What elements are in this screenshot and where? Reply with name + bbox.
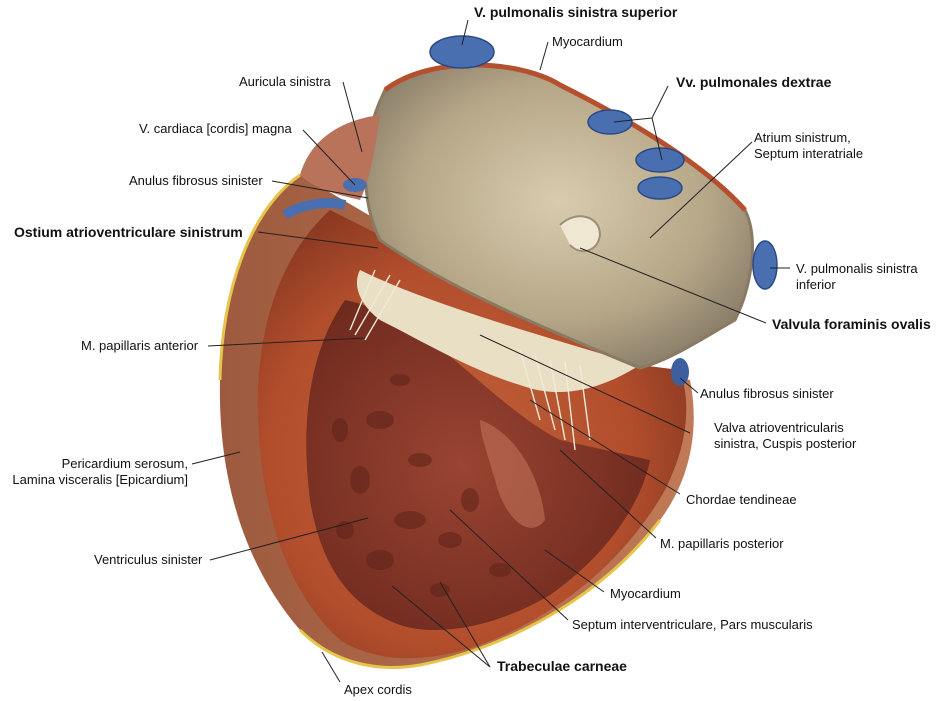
label-ventriculus-sinister: Ventriculus sinister (94, 552, 203, 567)
mitral-valve-cusp (356, 270, 640, 393)
papillary-muscle-posterior (480, 420, 545, 528)
pulmonary-veins (429, 35, 778, 290)
label-anulus-fibrosus-sinister-left: Anulus fibrosus sinister (129, 173, 263, 188)
label-ostium-atrioventriculare-sinistrum: Ostium atrioventriculare sinistrum (14, 224, 243, 240)
label-m-papillaris-posterior: M. papillaris posterior (660, 536, 784, 551)
leader-lines (191, 19, 790, 683)
coronary-sinus-outer (282, 198, 347, 220)
label-vv-pulmonales-dextrae: Vv. pulmonales dextrae (676, 74, 832, 90)
label-valva-atrioventricularis-sinistra: Valva atrioventricularis sinistra, Cuspi… (714, 420, 857, 451)
valvula-foraminis-ovalis-shape (559, 215, 602, 253)
label-trabeculae-carneae: Trabeculae carneae (497, 658, 627, 674)
epicardial-fat (218, 173, 301, 381)
coronary-vessel-posterior (671, 358, 689, 386)
label-septum-interventriculare: Septum interventriculare, Pars musculari… (572, 617, 813, 632)
label-auricula-sinistra: Auricula sinistra (239, 74, 331, 89)
atrium-wall-rim (383, 62, 747, 212)
label-myocardium-bottom: Myocardium (610, 586, 681, 601)
label-apex-cordis: Apex cordis (344, 682, 412, 697)
label-v-pulmonalis-sinistra-superior: V. pulmonalis sinistra superior (474, 4, 678, 20)
label-chordae-tendineae: Chordae tendineae (686, 492, 797, 507)
label-anulus-fibrosus-sinister-right: Anulus fibrosus sinister (700, 386, 834, 401)
epicardial-fat-bottom (298, 519, 662, 669)
label-pericardium-serosum: Pericardium serosum, Lamina visceralis [… (12, 456, 188, 487)
label-atrium-sinistrum: Atrium sinistrum, Septum interatriale (754, 130, 864, 161)
label-v-cardiaca-magna: V. cardiaca [cordis] magna (139, 121, 292, 136)
label-valvula-foraminis-ovalis: Valvula foraminis ovalis (772, 316, 931, 332)
label-myocardium-top: Myocardium (552, 34, 623, 49)
label-v-pulmonalis-sinistra-inferior: V. pulmonalis sinistra inferior (796, 261, 918, 292)
chordae-tendineae-lines (349, 269, 591, 451)
label-m-papillaris-anterior: M. papillaris anterior (81, 338, 199, 353)
